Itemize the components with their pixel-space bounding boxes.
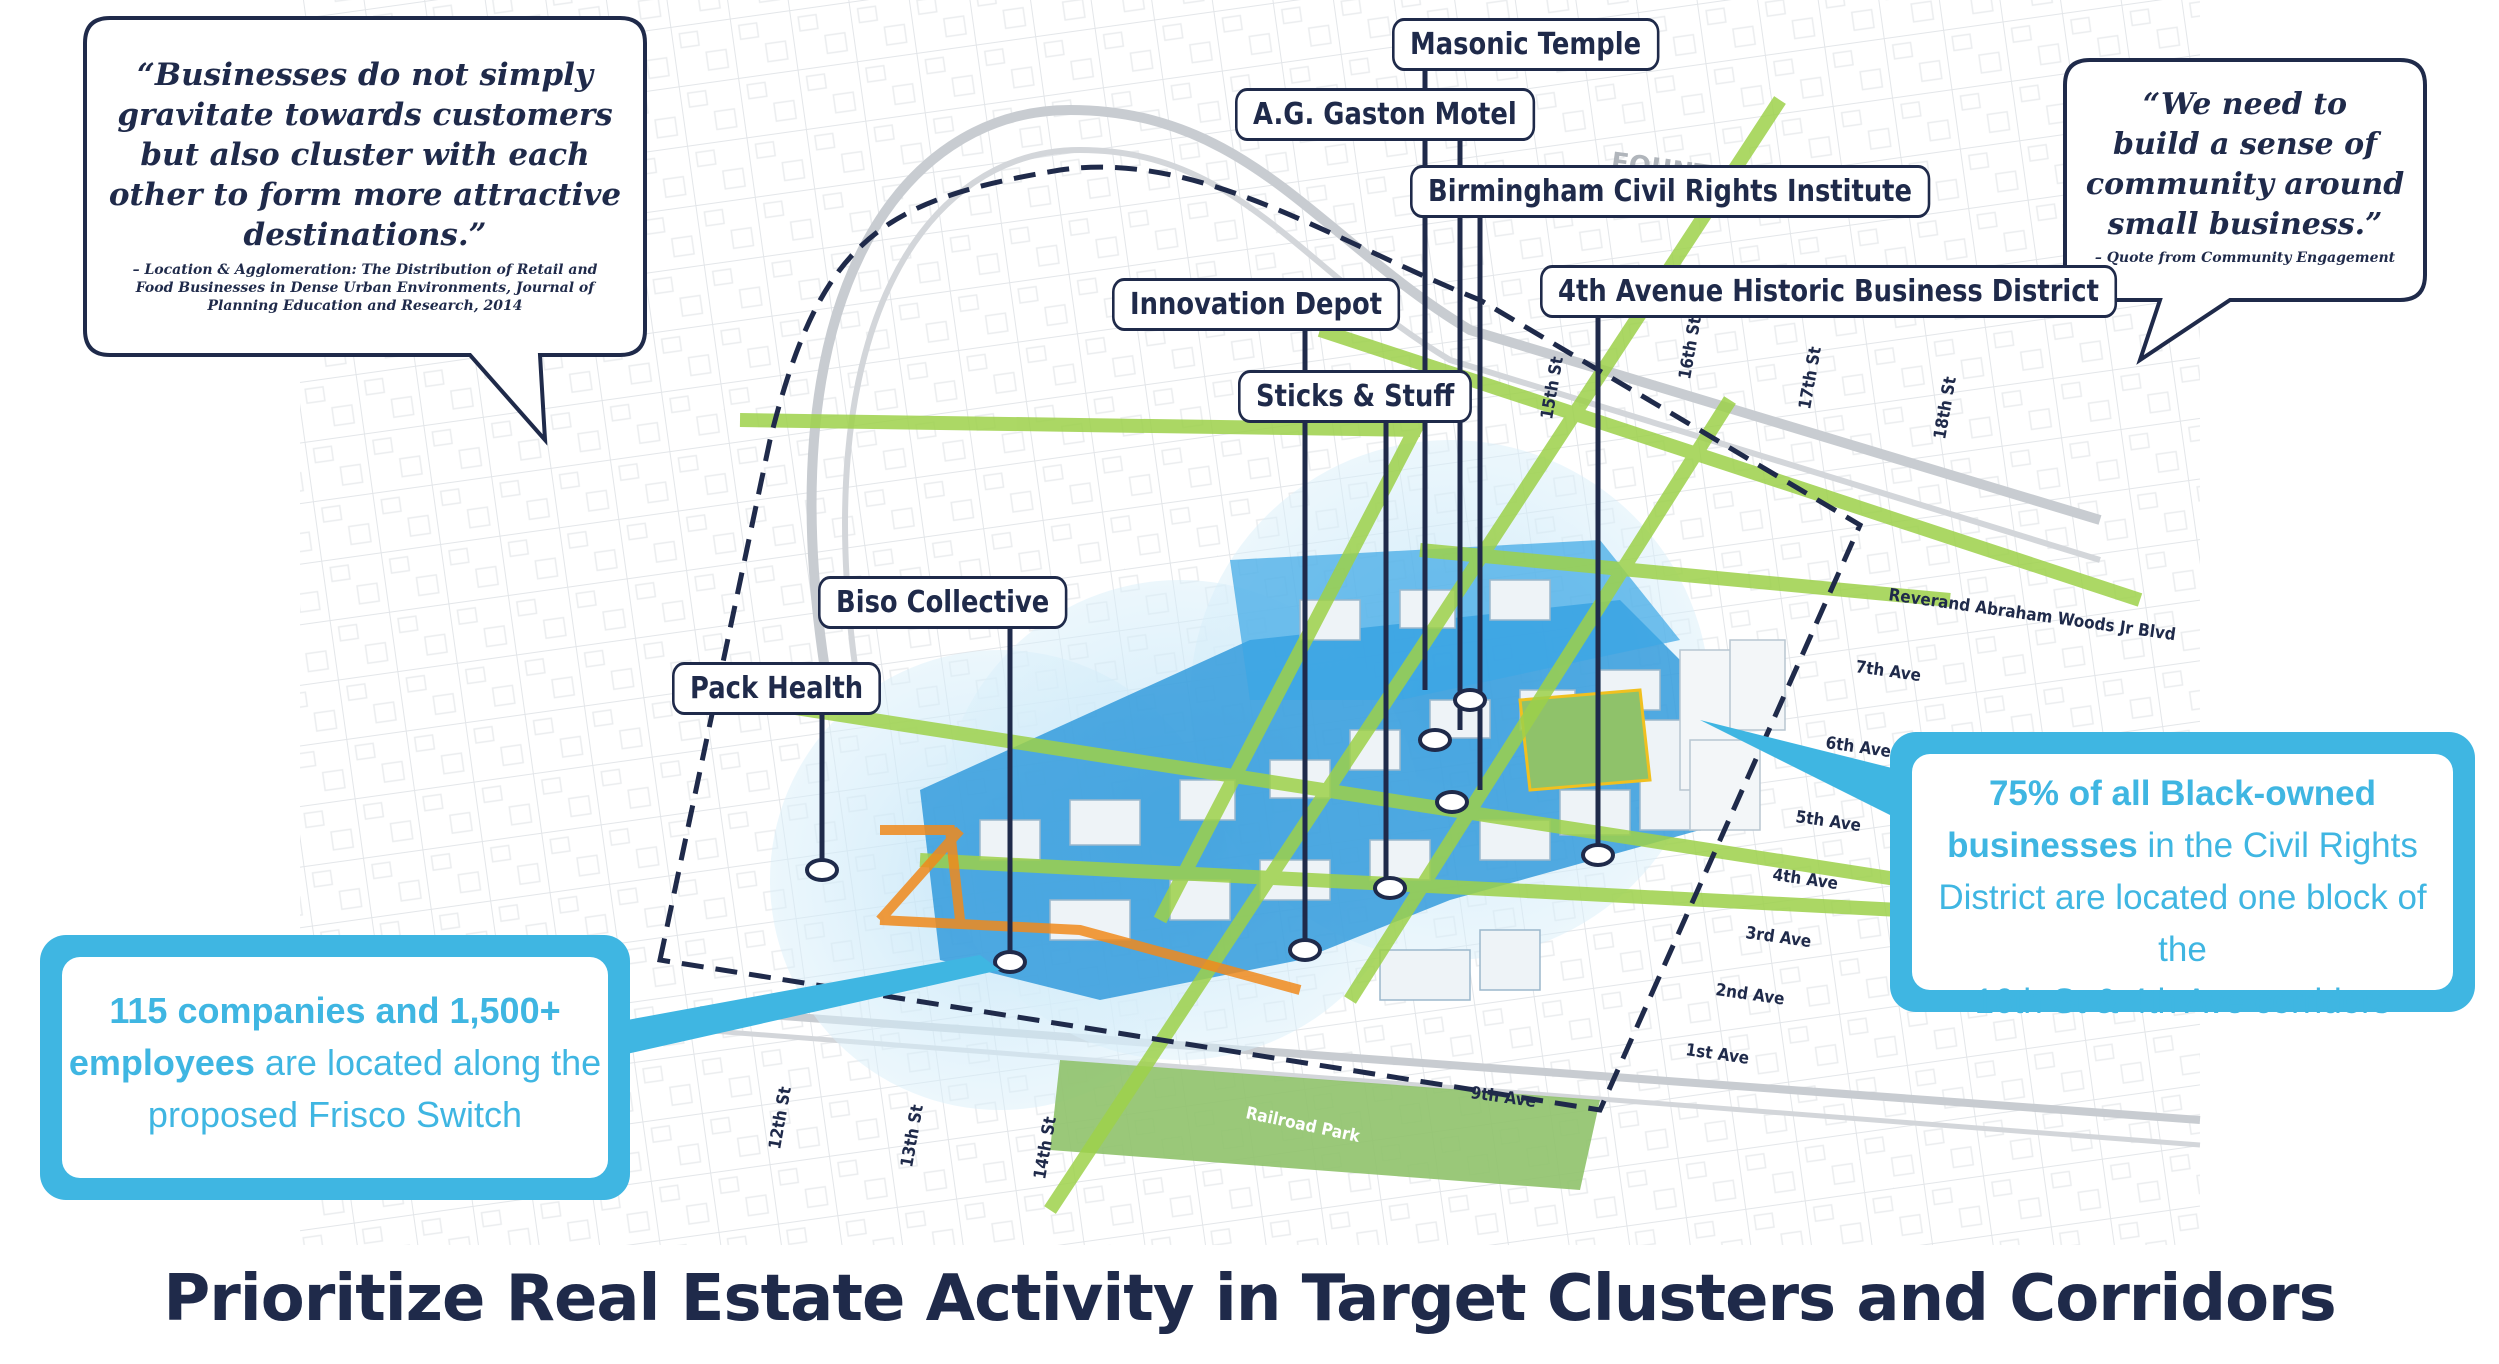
stat-left-text: are located along the: [254, 1042, 602, 1083]
quote-right-line: small business.”: [2107, 207, 2383, 242]
quote-left-source: – Location & Agglomeration: The Distribu…: [132, 262, 598, 278]
stat-right-text: District are located one block of the: [1938, 878, 2427, 969]
label-ag-gaston-motel[interactable]: A.G. Gaston Motel: [1235, 88, 1535, 141]
green-corridors: [678, 96, 2162, 1214]
frisco-switch: [876, 825, 1302, 995]
label-innovation-depot[interactable]: Innovation Depot: [1112, 278, 1401, 331]
label-4th-ave-district[interactable]: 4th Avenue Historic Business District: [1540, 265, 2117, 318]
stat-left-text: proposed Frisco Switch: [147, 1094, 523, 1135]
stat-left-pointer: [600, 955, 1000, 1060]
stat-right: 75% of all Black-owned businesses in the…: [1912, 768, 2453, 1028]
quote-right-line: build a sense of: [2112, 127, 2377, 162]
quote-left-line: but also cluster with each: [140, 137, 590, 173]
quote-left-source: Planning Education and Research, 2014: [207, 298, 523, 314]
label-biso-collective[interactable]: Biso Collective: [818, 576, 1068, 629]
quote-right-line: community around: [2085, 167, 2405, 202]
label-civil-rights-institute[interactable]: Birmingham Civil Rights Institute: [1410, 165, 1931, 218]
quote-left-bubble: [83, 16, 647, 446]
label-masonic-temple[interactable]: Masonic Temple: [1392, 18, 1660, 71]
stat-right-pointer: [1700, 720, 1900, 820]
highway: [806, 104, 2102, 701]
stat-left-bold: 115 companies and 1,500+: [109, 990, 561, 1031]
stat-right-bold: 75% of all Black-owned: [1988, 774, 2377, 813]
quote-right: “We need to build a sense of community a…: [2070, 85, 2420, 267]
quote-right-line: “We need to: [2142, 87, 2348, 122]
quote-left-line: destinations.”: [243, 217, 487, 253]
stat-right-text: in the Civil Rights: [2137, 826, 2418, 865]
location-markers: [805, 688, 1615, 974]
quote-right-source: – Quote from Community Engagement: [2094, 250, 2396, 266]
stat-right-bold: businesses: [1947, 826, 2138, 865]
district-boundary: [657, 164, 1864, 1113]
quote-left-source: Food Businesses in Dense Urban Environme…: [135, 280, 595, 296]
quote-left-line: “Businesses do not simply: [137, 57, 593, 93]
quote-left-line: other to form more attractive: [108, 177, 622, 213]
stat-right-text: 16th St & 4th Ave corridors: [1974, 982, 2391, 1021]
quote-left: “Businesses do not simply gravitate towa…: [95, 55, 635, 315]
railroad-park: [1050, 1060, 1600, 1190]
label-pack-health[interactable]: Pack Health: [672, 662, 882, 715]
label-sticks-and-stuff[interactable]: Sticks & Stuff: [1238, 370, 1473, 423]
quote-right-bubble: [2063, 58, 2427, 365]
stat-left: 115 companies and 1,500+ employees are l…: [62, 985, 608, 1141]
stat-left-bold: employees: [68, 1042, 255, 1083]
quote-left-line: gravitate towards customers: [117, 97, 613, 133]
page-title: Prioritize Real Estate Activity in Targe…: [163, 1262, 2336, 1336]
